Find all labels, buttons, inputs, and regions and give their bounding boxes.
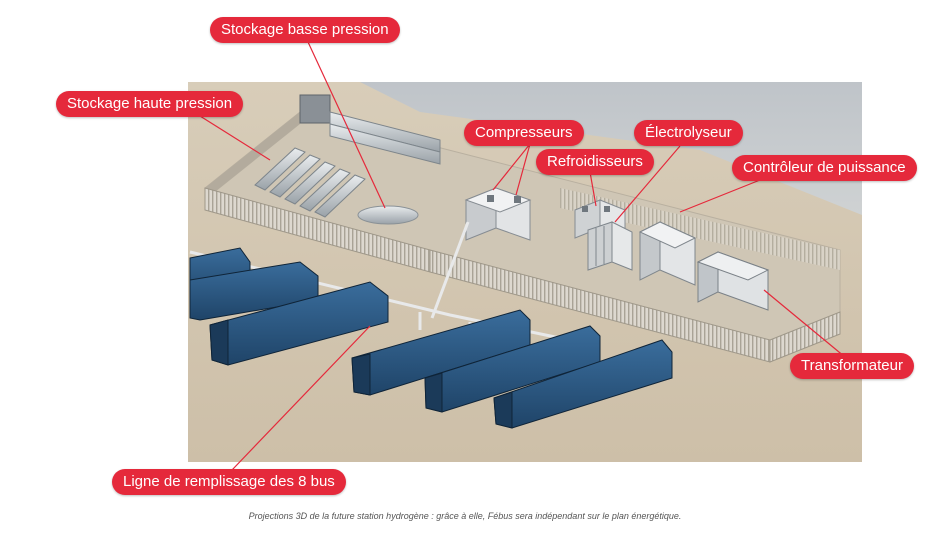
low-pressure-storage (299, 94, 441, 225)
callout-ligne-remplissage: Ligne de remplissage des 8 bus (112, 469, 346, 495)
electrolyser (587, 221, 633, 271)
power-controller (638, 221, 697, 286)
callout-controleur-puissance: Contrôleur de puissance (732, 155, 917, 181)
compressors (464, 187, 532, 241)
callout-transformateur: Transformateur (790, 353, 914, 379)
bus-group-right (351, 309, 673, 429)
callout-stockage-basse-pression: Stockage basse pression (210, 17, 400, 43)
transformer (696, 251, 770, 311)
callout-compresseurs: Compresseurs (464, 120, 584, 146)
figure-caption: Projections 3D de la future station hydr… (248, 511, 682, 521)
bus-group-left (189, 247, 389, 366)
callout-refroidisseurs: Refroidisseurs (536, 149, 654, 175)
high-pressure-storage (254, 147, 366, 218)
callout-leader-lines (199, 41, 846, 471)
callout-stockage-haute-pression: Stockage haute pression (56, 91, 244, 117)
callout-electrolyseur: Électrolyseur (634, 120, 743, 146)
